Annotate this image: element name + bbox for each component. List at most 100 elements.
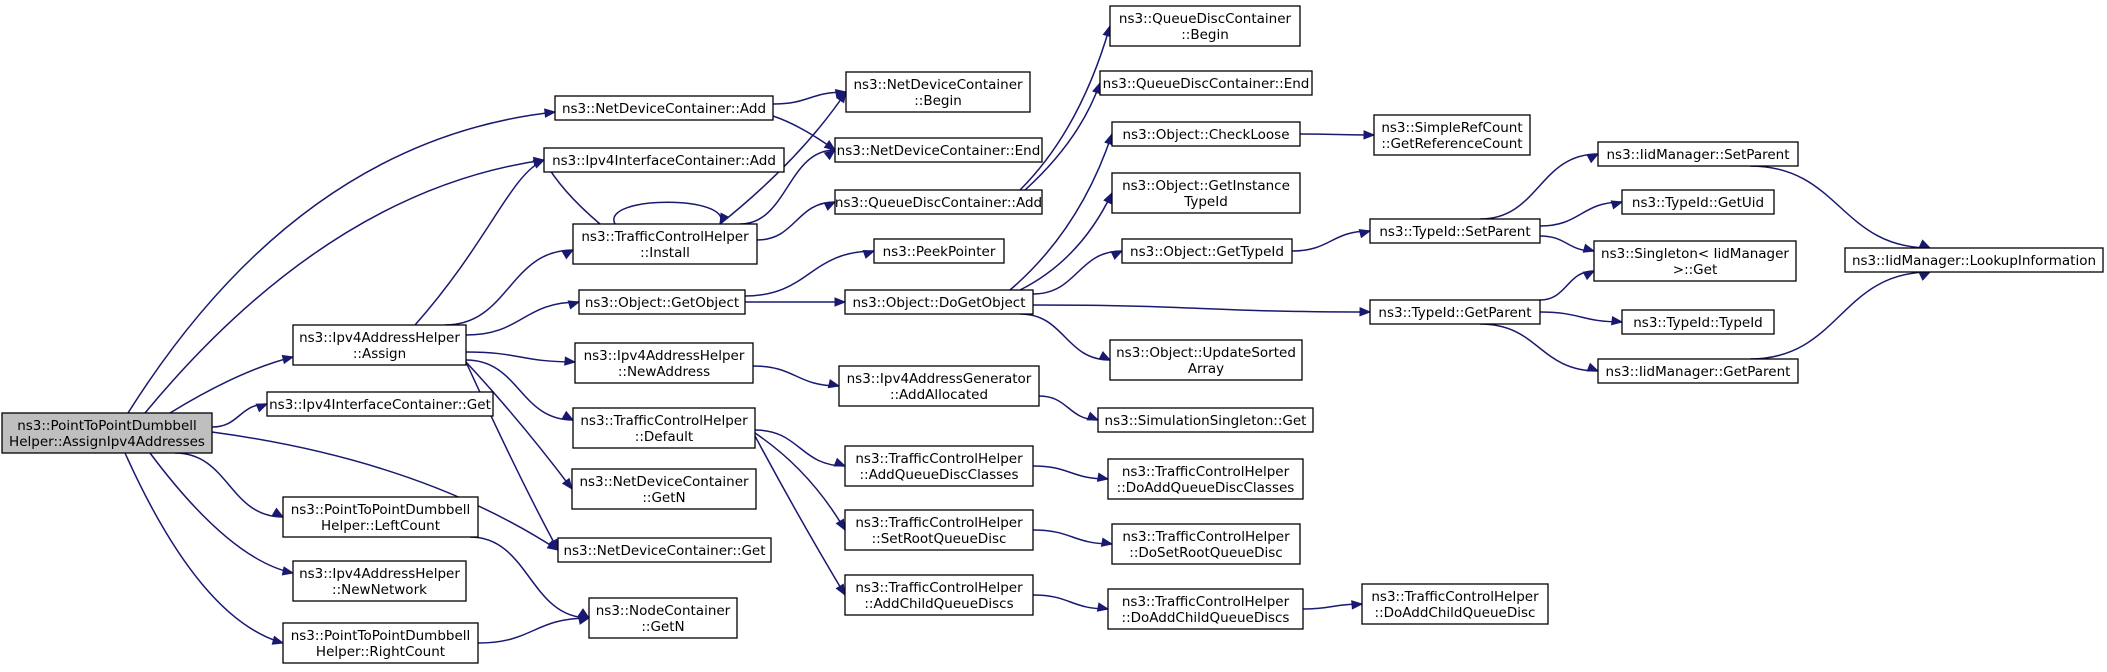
edge-tidSetParent-to-tidGetUid xyxy=(1539,200,1624,227)
edge-tidGetParent-to-tidTypeId xyxy=(1539,311,1624,326)
node-label: ns3::QueueDiscContainer::End xyxy=(1103,76,1310,92)
node-label: ::GetN xyxy=(641,619,684,635)
edge-tchInstall-to-tchInstall xyxy=(613,201,730,226)
edge-root-to-ifcAdd xyxy=(144,156,546,414)
node-leftCount[interactable]: ns3::PointToPointDumbbellHelper::LeftCou… xyxy=(282,496,479,538)
node-label: ns3::IidManager::LookupInformation xyxy=(1852,253,2096,269)
node-ndcEnd[interactable]: ns3::NetDeviceContainer::End xyxy=(834,137,1043,163)
edge-doAddChildQDs-to-doAddChildQD xyxy=(1302,600,1364,610)
node-label: ns3::Object::CheckLoose xyxy=(1122,127,1289,143)
node-doGetObj[interactable]: ns3::Object::DoGetObject xyxy=(844,289,1034,315)
node-label: ns3::Singleton< IidManager xyxy=(1601,246,1789,262)
node-root[interactable]: ns3::PointToPointDumbbellHelper::AssignI… xyxy=(1,412,213,454)
node-qdcAdd[interactable]: ns3::QueueDiscContainer::Add xyxy=(834,189,1043,215)
node-addQDClasses[interactable]: ns3::TrafficControlHelper::AddQueueDiscC… xyxy=(844,445,1034,487)
node-newAddr[interactable]: ns3::Ipv4AddressHelper::NewAddress xyxy=(574,342,754,384)
node-label: ns3::Ipv4AddressHelper xyxy=(299,330,460,346)
node-label: ::DoSetRootQueueDisc xyxy=(1129,545,1282,561)
node-checkLoose[interactable]: ns3::Object::CheckLoose xyxy=(1111,121,1301,147)
edge-ndcAdd-to-ndcEnd xyxy=(772,115,837,151)
node-label: Helper::LeftCount xyxy=(321,518,440,534)
node-getTypeId[interactable]: ns3::Object::GetTypeId xyxy=(1121,238,1293,264)
edge-root-to-leftCount xyxy=(174,452,285,518)
node-label: ::Begin xyxy=(1181,27,1229,43)
node-label: ns3::IidManager::SetParent xyxy=(1607,147,1790,163)
node-label: ns3::SimpleRefCount xyxy=(1381,120,1522,136)
node-tidGetUid[interactable]: ns3::TypeId::GetUid xyxy=(1621,189,1775,215)
node-ndcBegin[interactable]: ns3::NetDeviceContainer::Begin xyxy=(845,71,1031,113)
node-label: ns3::Ipv4AddressHelper xyxy=(584,348,745,364)
node-tchInstall[interactable]: ns3::TrafficControlHelper::Install xyxy=(572,223,758,265)
node-label: ns3::Ipv4InterfaceContainer::Add xyxy=(552,153,776,169)
node-label: ns3::QueueDiscContainer::Add xyxy=(835,195,1042,211)
node-peek[interactable]: ns3::PeekPointer xyxy=(873,238,1005,264)
node-label: ns3::TrafficControlHelper xyxy=(855,451,1023,467)
node-iidSetParent[interactable]: ns3::IidManager::SetParent xyxy=(1597,141,1799,167)
node-setRootQD[interactable]: ns3::TrafficControlHelper::SetRootQueueD… xyxy=(844,509,1034,551)
node-label: ns3::TrafficControlHelper xyxy=(1122,529,1290,545)
node-objGetObj[interactable]: ns3::Object::GetObject xyxy=(578,289,746,315)
edge-tidSetParent-to-singletonGet xyxy=(1539,235,1596,253)
node-label: ns3::PointToPointDumbbell xyxy=(17,418,197,434)
node-label: ::DoAddChildQueueDiscs xyxy=(1122,610,1290,626)
node-label: ns3::NetDeviceContainer::Get xyxy=(563,543,765,559)
node-ifcAdd[interactable]: ns3::Ipv4InterfaceContainer::Add xyxy=(543,147,785,173)
node-label: ::Begin xyxy=(914,93,962,109)
node-doAddChildQDs[interactable]: ns3::TrafficControlHelper::DoAddChildQue… xyxy=(1107,588,1304,630)
node-label: ns3::PointToPointDumbbell xyxy=(291,502,471,518)
node-label: ::AddAllocated xyxy=(890,387,988,403)
node-label: ns3::Object::DoGetObject xyxy=(852,295,1025,311)
node-tidSetParent[interactable]: ns3::TypeId::SetParent xyxy=(1369,218,1541,244)
node-tidGetParent[interactable]: ns3::TypeId::GetParent xyxy=(1369,299,1541,325)
node-label: ns3::TrafficControlHelper xyxy=(581,229,749,245)
node-aAssign[interactable]: ns3::Ipv4AddressHelper::Assign xyxy=(292,324,467,366)
node-label: ::NewAddress xyxy=(618,364,710,380)
node-label: ns3::TrafficControlHelper xyxy=(1122,464,1290,480)
node-rightCount[interactable]: ns3::PointToPointDumbbellHelper::RightCo… xyxy=(282,622,479,664)
node-label: Helper::RightCount xyxy=(316,644,445,660)
node-nodeGetN[interactable]: ns3::NodeContainer::GetN xyxy=(588,597,738,639)
node-label: Helper::AssignIpv4Addresses xyxy=(9,434,205,450)
node-ndcGet[interactable]: ns3::NetDeviceContainer::Get xyxy=(557,537,772,563)
edge-aAssign-to-newAddr xyxy=(465,351,577,366)
node-label: ns3::Object::GetInstance xyxy=(1122,178,1290,194)
node-label: TypeId xyxy=(1183,194,1228,210)
node-tidTypeId[interactable]: ns3::TypeId::TypeId xyxy=(1621,309,1775,335)
node-label: ::Default xyxy=(635,429,693,445)
node-label: ns3::NodeContainer xyxy=(596,603,731,619)
node-label: ns3::SimulationSingleton::Get xyxy=(1105,413,1307,429)
node-iidLookup[interactable]: ns3::IidManager::LookupInformation xyxy=(1844,247,2104,273)
node-tchDefault[interactable]: ns3::TrafficControlHelper::Default xyxy=(572,407,756,449)
node-label: ns3::Object::UpdateSorted xyxy=(1116,345,1296,361)
node-simSingGet[interactable]: ns3::SimulationSingleton::Get xyxy=(1097,407,1314,433)
node-addrGenAlloc[interactable]: ns3::Ipv4AddressGenerator::AddAllocated xyxy=(838,365,1040,407)
node-qdcEnd[interactable]: ns3::QueueDiscContainer::End xyxy=(1099,70,1313,96)
node-doAddQDC[interactable]: ns3::TrafficControlHelper::DoAddQueueDis… xyxy=(1107,458,1304,500)
node-refCount[interactable]: ns3::SimpleRefCount::GetReferenceCount xyxy=(1373,114,1531,156)
node-doSetRoot[interactable]: ns3::TrafficControlHelper::DoSetRootQueu… xyxy=(1111,523,1301,565)
node-ndcGetN[interactable]: ns3::NetDeviceContainer::GetN xyxy=(571,468,757,510)
node-label: ::DoAddQueueDiscClasses xyxy=(1117,480,1295,496)
edge-aAssign-to-tchInstall xyxy=(444,249,575,326)
edge-checkLoose-to-refCount xyxy=(1299,130,1376,140)
node-addChildQD[interactable]: ns3::TrafficControlHelper::AddChildQueue… xyxy=(844,574,1034,616)
node-ifcGet[interactable]: ns3::Ipv4InterfaceContainer::Get xyxy=(266,391,494,417)
node-label: ns3::Object::GetTypeId xyxy=(1130,244,1284,260)
edge-root-to-ndcAdd xyxy=(127,108,557,414)
node-label: ::AddChildQueueDiscs xyxy=(864,596,1013,612)
edge-aAssign-to-ifcAdd xyxy=(414,159,546,326)
node-doAddChildQD[interactable]: ns3::TrafficControlHelper::DoAddChildQue… xyxy=(1361,583,1549,625)
edge-tidSetParent-to-iidSetParent xyxy=(1479,153,1600,220)
node-label: ns3::TrafficControlHelper xyxy=(1371,589,1539,605)
node-ndcAdd[interactable]: ns3::NetDeviceContainer::Add xyxy=(554,95,774,121)
node-label: ::GetReferenceCount xyxy=(1381,136,1522,152)
node-singletonGet[interactable]: ns3::Singleton< IidManager >::Get xyxy=(1593,240,1797,282)
edge-doGetObj-to-tidGetParent xyxy=(1032,304,1372,317)
node-newNet[interactable]: ns3::Ipv4AddressHelper::NewNetwork xyxy=(292,560,467,602)
node-label: Array xyxy=(1188,361,1224,377)
node-qdcBegin[interactable]: ns3::QueueDiscContainer::Begin xyxy=(1109,5,1301,47)
node-label: ns3::TypeId::SetParent xyxy=(1379,224,1530,240)
node-iidGetParent[interactable]: ns3::IidManager::GetParent xyxy=(1597,358,1799,384)
